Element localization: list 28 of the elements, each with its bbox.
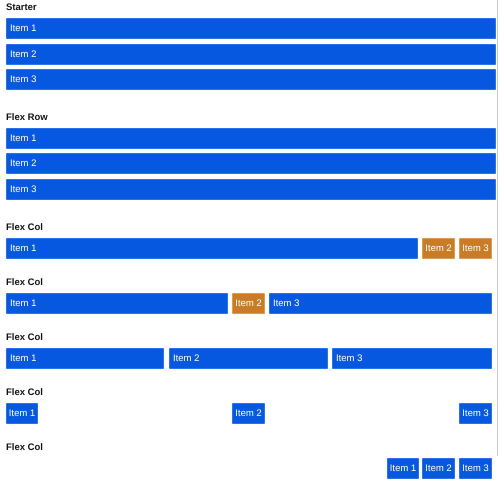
flex-item: Item 3 xyxy=(269,293,492,314)
flex-item: Item 2 xyxy=(169,348,328,369)
flex-item: Item 3 xyxy=(6,179,496,200)
flex-item: Item 1 xyxy=(6,238,418,259)
flex-item: Item 1 xyxy=(6,18,496,39)
flex-item: Item 1 xyxy=(6,348,164,369)
flex-item: Item 3 xyxy=(6,69,496,90)
section-heading: Flex Col xyxy=(6,387,43,399)
flex-item: Item 1 xyxy=(6,293,228,314)
flex-item: Item 3 xyxy=(459,238,492,259)
section-heading: Flex Col xyxy=(6,222,43,234)
section-heading: Flex Col xyxy=(6,442,43,454)
flex-item: Item 3 xyxy=(332,348,492,369)
flex-item: Item 3 xyxy=(459,458,492,479)
flex-item: Item 3 xyxy=(459,403,492,424)
flex-item: Item 1 xyxy=(6,128,496,149)
section-heading: Flex Col xyxy=(6,332,43,344)
section-heading: Flex Row xyxy=(6,112,48,124)
flex-item: Item 2 xyxy=(232,293,265,314)
flex-item: Item 2 xyxy=(422,238,455,259)
section-heading: Starter xyxy=(6,2,37,14)
flex-item: Item 1 xyxy=(6,403,38,424)
flex-item: Item 2 xyxy=(422,458,455,479)
section-heading: Flex Col xyxy=(6,277,43,289)
flex-item: Item 2 xyxy=(6,44,496,65)
flex-item: Item 2 xyxy=(6,153,496,174)
flex-item: Item 1 xyxy=(387,458,419,479)
flex-item: Item 2 xyxy=(232,403,265,424)
